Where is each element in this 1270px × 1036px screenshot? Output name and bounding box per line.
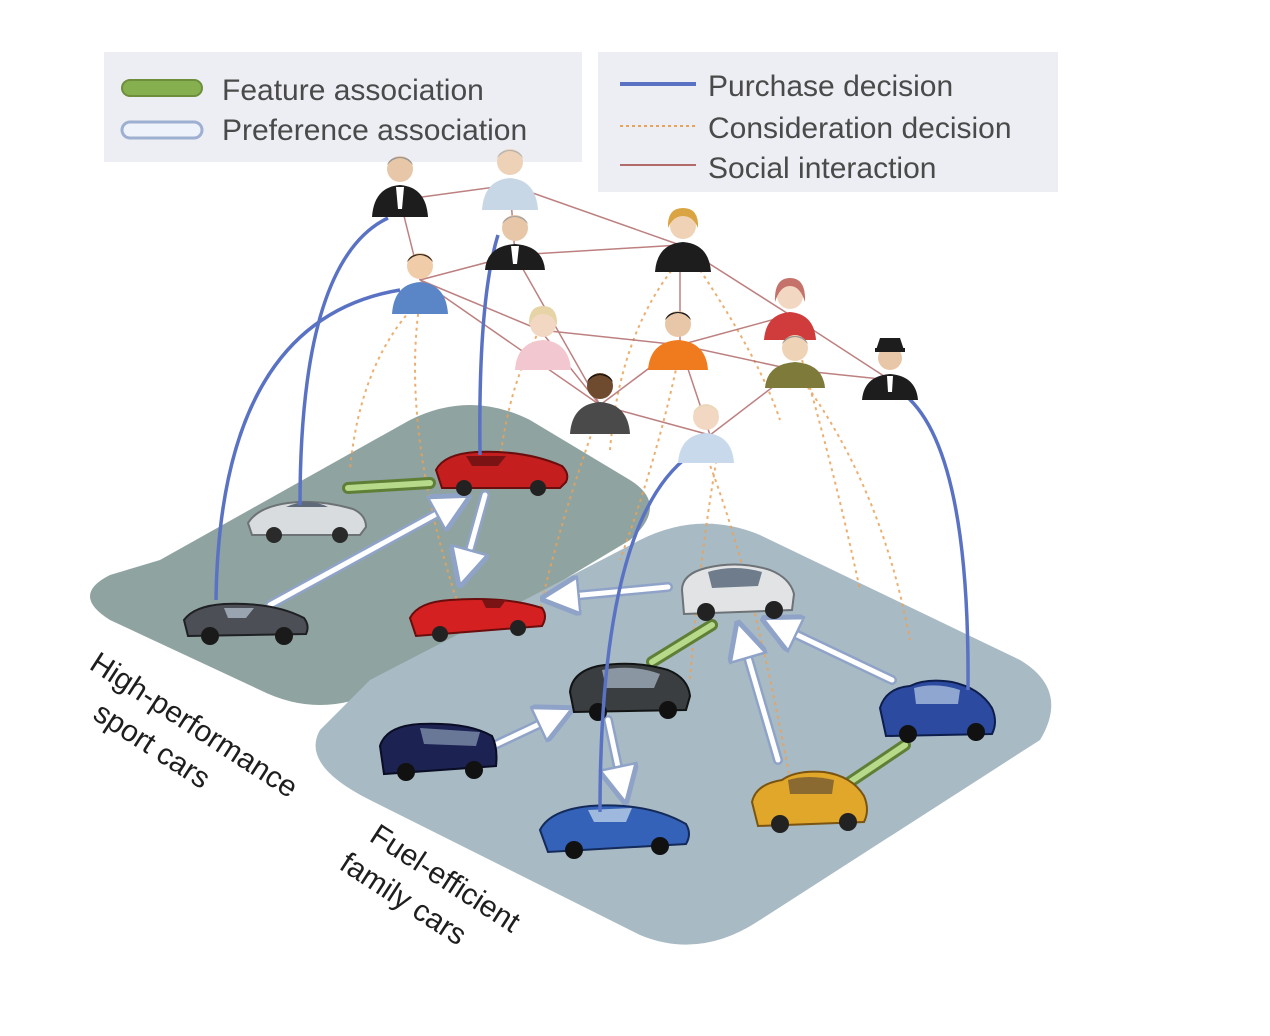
red-convertible-icon [434,450,569,496]
red-roadster-icon [408,598,546,642]
person-icon [678,404,734,463]
social-interaction-label: Social interaction [708,152,936,185]
preference-association-label: Preference association [222,114,527,147]
consideration-edge [789,319,861,591]
person-icon [764,278,816,340]
person-icon [392,253,448,314]
person-icon [372,156,428,217]
social-interaction-edges [399,184,891,436]
preference-association-swatch [120,120,204,140]
dark-roadster-icon [182,602,309,645]
person-icon [485,215,545,270]
consideration-edge [699,269,781,421]
person-icon [648,311,708,370]
consideration-edge [349,299,421,471]
social-edge [419,279,601,406]
blue-vintage-car-icon [878,679,996,743]
preference-edge [490,712,565,750]
consideration-edge [699,439,791,781]
silver-hatchback-icon [680,563,796,621]
preference-edge [770,622,897,685]
person-icon [570,373,630,434]
social-edge [514,254,601,406]
consideration-edge [499,329,541,461]
person-icon [765,335,825,388]
feature-association-swatch [121,79,203,97]
consideration-decision-label: Consideration decision [708,112,1012,145]
preference-association-edges [265,490,897,795]
preference-edge [740,630,783,765]
police-officer-icon [862,338,918,400]
consideration-edge [414,299,461,611]
social-edge [539,329,681,346]
yellow-classic-car-icon [750,770,868,833]
social-edge [419,279,541,331]
purchase-decision-edges [214,216,970,813]
feature-association-label: Feature association [222,74,484,107]
person-icon [655,208,711,272]
preference-edge [550,587,673,598]
preference-edge [265,500,462,610]
consideration-edge [619,349,681,561]
person-icon [482,149,538,210]
legend-box-decisions [598,52,1058,192]
social-edge [509,184,681,246]
navy-minivan-icon [378,722,498,781]
purchase-edge [214,288,401,601]
preference-edge [462,490,490,578]
feature-association-edges [342,477,911,788]
feature-edge [844,739,911,788]
feature-edge [646,619,718,668]
social-edge [514,244,681,256]
silver-sports-car-icon [246,500,368,543]
purchase-edge [298,216,389,506]
consideration-edge [794,369,911,641]
feature-edge [342,477,436,494]
purchase-decision-label: Purchase decision [708,70,953,103]
preference-edge [608,715,624,795]
legend-box-associations [104,52,582,162]
purchase-edge [598,453,692,813]
person-icon [515,306,571,370]
consideration-edge [689,439,721,681]
purchase-edge [903,393,970,691]
